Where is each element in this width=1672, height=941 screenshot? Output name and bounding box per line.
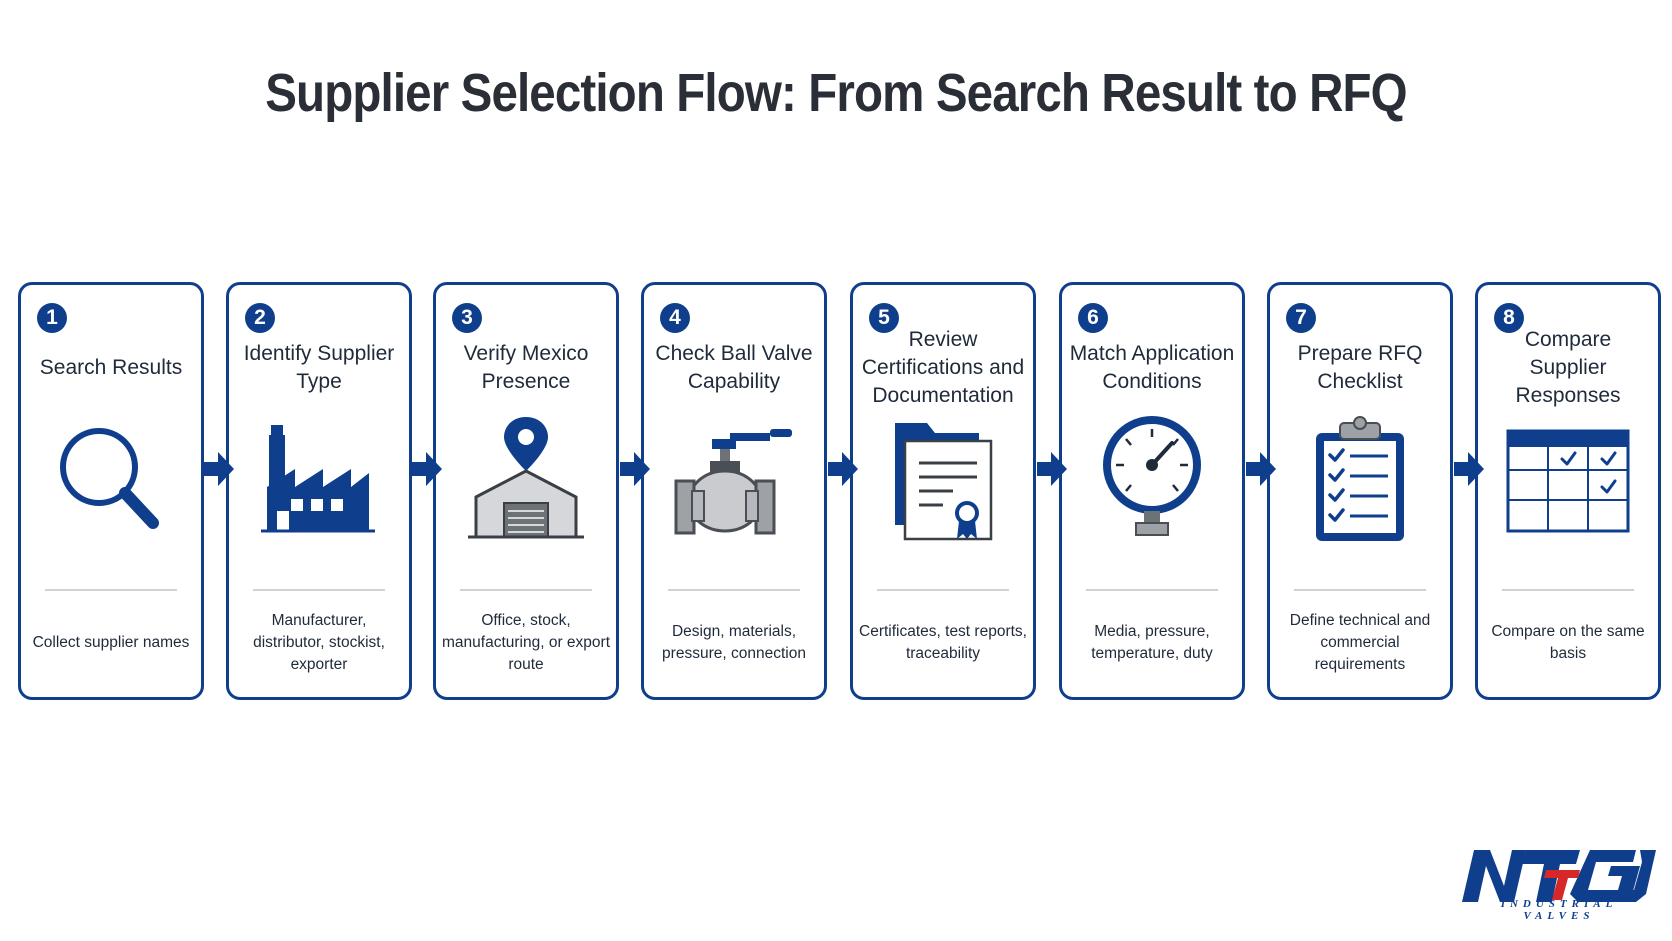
step-card-2: 2 Identify Supplier Type Manufacturer, d… — [226, 282, 412, 700]
step-title: Prepare RFQ Checklist — [1297, 342, 1423, 393]
step-title: Review Certifications and Documentation — [861, 328, 1025, 407]
card-divider — [253, 589, 385, 591]
arrow-right-icon — [1037, 452, 1067, 486]
card-divider — [460, 589, 592, 591]
step-title: Verify Mexico Presence — [463, 342, 589, 393]
step-title: Search Results — [39, 356, 183, 379]
arrow-right-icon — [412, 452, 442, 486]
warehouse-location-icon — [468, 417, 584, 539]
step-card-1: 1 Search Results Collect supplier names — [18, 282, 204, 700]
comparison-table-icon — [1506, 429, 1630, 533]
step-number-badge: 8 — [1494, 303, 1524, 333]
step-description: Collect supplier names — [32, 634, 190, 651]
page-title: Supplier Selection Flow: From Search Res… — [265, 63, 1407, 123]
step-number-badge: 7 — [1286, 303, 1316, 333]
step-description: Design, materials, pressure, connection — [662, 623, 806, 662]
certificate-folder-icon — [895, 423, 993, 541]
step-number-badge: 5 — [869, 303, 899, 333]
logo-tagline: INDUSTRIAL VALVES — [1500, 898, 1618, 922]
company-logo — [1462, 850, 1656, 902]
card-divider — [1294, 589, 1426, 591]
factory-icon — [261, 425, 375, 533]
step-number-badge: 6 — [1078, 303, 1108, 333]
step-card-3: 3 Verify Mexico Presence Office, stock, … — [433, 282, 619, 700]
ball-valve-icon — [674, 429, 792, 535]
magnifier-icon — [60, 428, 159, 529]
step-card-7: 7 Prepare RFQ Checklist Define technical… — [1267, 282, 1453, 700]
step-title: Check Ball Valve Capability — [655, 342, 813, 393]
step-description: Compare on the same basis — [1491, 623, 1645, 662]
arrow-right-icon — [620, 452, 650, 486]
card-divider — [877, 589, 1009, 591]
arrow-right-icon — [1454, 452, 1484, 486]
step-description: Manufacturer, distributor, stockist, exp… — [253, 612, 385, 673]
step-number-badge: 4 — [660, 303, 690, 333]
arrow-right-icon — [1246, 452, 1276, 486]
step-title: Compare Supplier Responses — [1515, 328, 1621, 407]
card-divider — [668, 589, 800, 591]
card-divider — [1086, 589, 1218, 591]
step-card-8: 8 Compare Supplier Responses Compare on … — [1475, 282, 1661, 700]
step-description: Certificates, test reports, traceability — [859, 623, 1027, 662]
card-divider — [45, 589, 177, 591]
step-title: Match Application Conditions — [1069, 342, 1235, 393]
clipboard-checklist-icon — [1316, 416, 1404, 541]
arrow-right-icon — [204, 452, 234, 486]
step-card-5: 5 Review Certifications and Documentatio… — [850, 282, 1036, 700]
arrow-right-icon — [828, 452, 858, 486]
step-number-badge: 1 — [37, 303, 67, 333]
card-divider — [1502, 589, 1634, 591]
step-number-badge: 2 — [245, 303, 275, 333]
step-card-6: 6 Match Application Conditions Media, pr… — [1059, 282, 1245, 700]
step-description: Define technical and commercial requirem… — [1289, 612, 1431, 673]
pressure-gauge-icon — [1103, 416, 1201, 536]
step-description: Office, stock, manufacturing, or export … — [442, 612, 611, 673]
step-card-4: 4 Check Ball Valve Capability Design, ma… — [641, 282, 827, 700]
step-title: Identify Supplier Type — [243, 342, 395, 393]
step-number-badge: 3 — [452, 303, 482, 333]
step-description: Media, pressure, temperature, duty — [1091, 623, 1213, 662]
